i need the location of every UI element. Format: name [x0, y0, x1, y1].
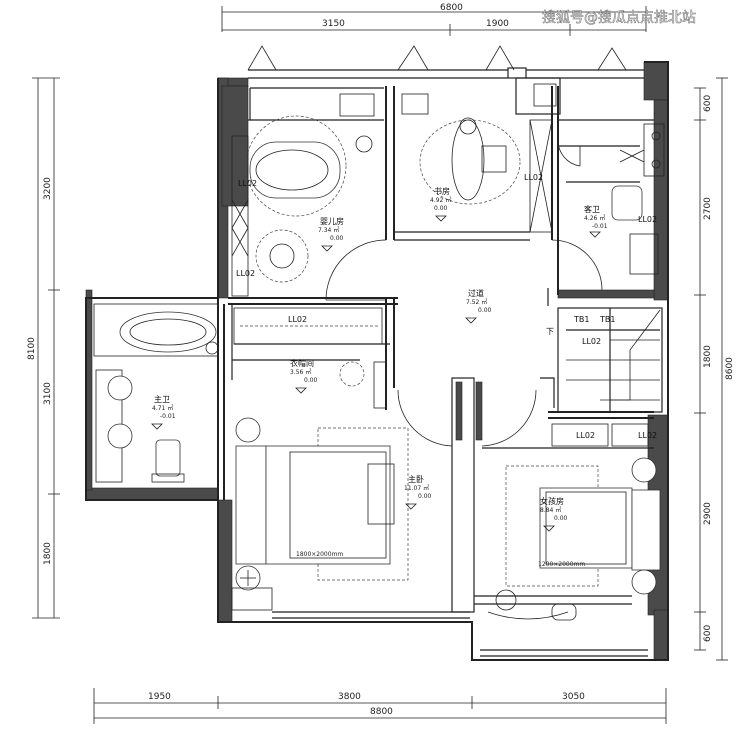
- exterior-walls: [85, 61, 669, 661]
- closet-area: 3.56 ㎡: [290, 368, 311, 376]
- outer-outline: [85, 61, 669, 661]
- master-bedroom-level: 0.00: [418, 493, 432, 500]
- girl-room-furniture: [487, 457, 661, 621]
- girl-room-name: 女孩房: [540, 496, 564, 506]
- top-dimension: 6800 3150 1900: [221, 3, 647, 36]
- right-dimension: 600 2700 1800 2900 600 8600: [694, 77, 735, 661]
- bed-size-girl: 1200×2000mm: [538, 561, 585, 568]
- corridor-name: 过道: [468, 288, 484, 298]
- corridor-level: 0.00: [478, 307, 492, 314]
- dim-left-a: 3200: [43, 177, 53, 200]
- material-tags: LL02 LL02 LL02 LL02 LL02 LL02 LL02 LL02 …: [236, 173, 657, 568]
- nursery-area: 7.34 ㎡: [318, 226, 339, 234]
- tag-tb1-a: TB1: [573, 315, 589, 324]
- dim-bottom-b: 3800: [338, 692, 361, 702]
- tag-ll02-nursery-low: LL02: [236, 269, 255, 278]
- dim-left-b: 3100: [43, 382, 53, 405]
- nursery-name: 婴儿房: [320, 216, 344, 226]
- master-bath-level: -0.01: [160, 413, 176, 420]
- tag-ll02-nursery: LL02: [238, 179, 257, 188]
- master-bath-furniture: [93, 303, 219, 483]
- dim-left-c: 1800: [43, 542, 53, 565]
- study-level: 0.00: [434, 205, 448, 212]
- dim-right-c: 1800: [703, 345, 713, 368]
- master-bath-area: 4.71 ㎡: [152, 404, 173, 412]
- tag-ll02-girl-a: LL02: [576, 431, 595, 440]
- girl-room-area: 8.84 ㎡: [540, 506, 561, 514]
- dim-right-b: 2700: [703, 197, 713, 220]
- dim-right-a: 600: [703, 95, 713, 112]
- guest-bath-furniture: [611, 123, 665, 275]
- tag-ll02-closet: LL02: [288, 315, 307, 324]
- dim-bottom-c: 3050: [562, 692, 585, 702]
- tag-ll02-study: LL02: [524, 173, 543, 182]
- tag-ll02-guest: LL02: [638, 215, 657, 224]
- master-bedroom-furniture: [231, 417, 409, 611]
- master-bedroom-area: 11.07 ㎡: [404, 484, 429, 492]
- bed-size-master: 1800×2000mm: [296, 551, 343, 558]
- master-bath-name: 主卫: [154, 394, 170, 404]
- dim-top-total: 6800: [440, 3, 463, 13]
- nursery-furniture: [231, 93, 375, 297]
- study-name: 书房: [434, 186, 450, 196]
- study-furniture: [401, 93, 521, 205]
- dim-bottom-total: 8800: [370, 707, 393, 717]
- level-markers: [151, 215, 601, 532]
- dim-right-e: 600: [703, 625, 713, 642]
- left-dimension: 8100 3200 3100 1800: [27, 77, 60, 619]
- tag-tb1-b: TB1: [599, 315, 615, 324]
- dim-right-total: 8600: [725, 357, 735, 380]
- dim-left-total: 8100: [27, 337, 37, 360]
- guest-bath-name: 客卫: [584, 204, 600, 214]
- watermark-text: 搜狐号@搜瓜点点推北站: [542, 10, 696, 26]
- study-area: 4.92 ㎡: [430, 196, 451, 204]
- door-swings: [325, 139, 603, 447]
- tag-ll02-girl-b: LL02: [638, 431, 657, 440]
- master-bedroom-name: 主卧: [408, 474, 424, 484]
- top-windows: [247, 45, 627, 71]
- room-labels: 婴儿房 7.34 ㎡ 0.00 书房 4.92 ㎡ 0.00 客卫 4.26 ㎡…: [152, 186, 608, 522]
- closet-furniture: [240, 325, 387, 409]
- bottom-dimension: 1950 3800 3050 8800: [93, 688, 667, 724]
- corridor-area: 7.52 ㎡: [466, 298, 487, 306]
- dim-bottom-a: 1950: [148, 692, 171, 702]
- dim-top-right: 1900: [486, 19, 509, 29]
- dim-top-left: 3150: [322, 19, 345, 29]
- guest-bath-level: -0.01: [592, 223, 608, 230]
- girl-room-level: 0.00: [554, 515, 568, 522]
- nursery-level: 0.00: [330, 235, 344, 242]
- guest-bath-area: 4.26 ㎡: [584, 214, 605, 222]
- dim-right-d: 2900: [703, 502, 713, 525]
- closet-level: 0.00: [304, 377, 318, 384]
- tag-down: 下: [546, 327, 554, 336]
- tag-ll02-stair: LL02: [582, 337, 601, 346]
- closet-name: 衣帽间: [290, 358, 314, 368]
